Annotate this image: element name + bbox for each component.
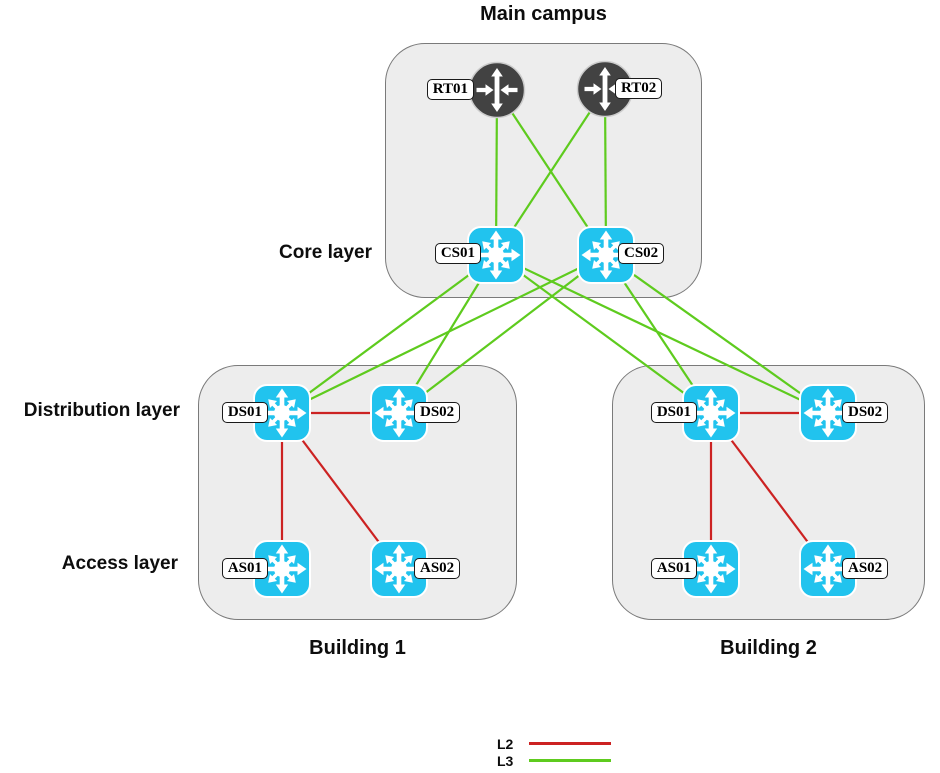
link-l3-cs02-b1-ds02: [398, 254, 607, 414]
router-icon: [468, 61, 526, 119]
node-label-b2-as02: AS02: [842, 558, 889, 579]
legend-l3-line-swatch: [529, 759, 611, 762]
node-label-b2-ds01: DS01: [650, 402, 697, 423]
node-label-b2-as01: AS01: [650, 558, 697, 579]
legend-row-l2: L2: [497, 735, 611, 752]
distribution-layer-label: Distribution layer: [23, 400, 180, 421]
node-label-b2-ds02: DS02: [842, 402, 889, 423]
legend-row-l3: L3: [497, 752, 611, 769]
node-label-cs02: CS02: [618, 243, 665, 264]
main-campus-title: Main campus: [480, 3, 607, 25]
node-label-b1-as01: AS01: [221, 558, 268, 579]
core-layer-label: Core layer: [279, 242, 372, 263]
node-label-cs01: CS01: [434, 243, 481, 264]
link-l3-cs02-b2-ds02: [605, 254, 829, 414]
link-l3-cs01-b2-ds02: [495, 254, 829, 414]
link-l3-cs01-b1-ds01: [281, 254, 497, 414]
legend-l2-label: L2: [497, 735, 514, 752]
legend-l2-line-swatch: [529, 742, 611, 745]
node-label-rt02: RT02: [615, 78, 663, 99]
access-layer-label: Access layer: [61, 553, 178, 574]
building-1-title: Building 1: [309, 637, 406, 659]
node-label-rt01: RT01: [426, 79, 474, 100]
link-l3-cs01-b2-ds01: [495, 254, 712, 414]
legend-l3-label: L3: [497, 752, 514, 769]
node-label-b1-as02: AS02: [414, 558, 461, 579]
link-l3-cs02-b1-ds01: [281, 254, 607, 414]
node-label-b1-ds01: DS01: [221, 402, 268, 423]
legend: L2 L3: [497, 735, 611, 769]
node-label-b1-ds02: DS02: [414, 402, 461, 423]
building-2-title: Building 2: [720, 637, 817, 659]
